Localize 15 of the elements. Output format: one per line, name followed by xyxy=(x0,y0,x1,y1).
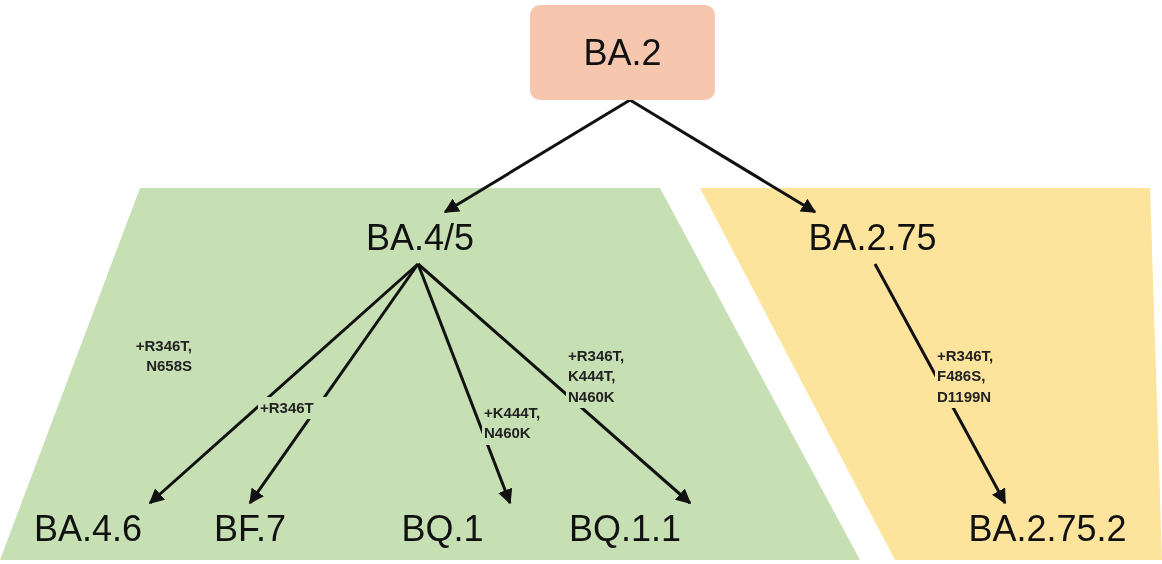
variant-label: BQ.1 xyxy=(375,503,510,555)
arrow xyxy=(416,263,513,505)
arrow xyxy=(148,262,419,505)
variant-box: BA.2 xyxy=(530,5,715,100)
variant-label: BA.2.75 xyxy=(800,212,945,264)
variant-label: BA.4/5 xyxy=(340,212,500,264)
variant-label: BQ.1.1 xyxy=(545,503,705,555)
arrow xyxy=(629,98,817,214)
variant-label: BA.2.75.2 xyxy=(935,503,1160,555)
arrow xyxy=(248,263,420,505)
variant-label: BA.4.6 xyxy=(8,503,168,555)
variant-label: BF.7 xyxy=(185,503,315,555)
arrow xyxy=(873,263,1007,505)
arrow xyxy=(443,98,631,214)
arrow xyxy=(417,262,692,505)
